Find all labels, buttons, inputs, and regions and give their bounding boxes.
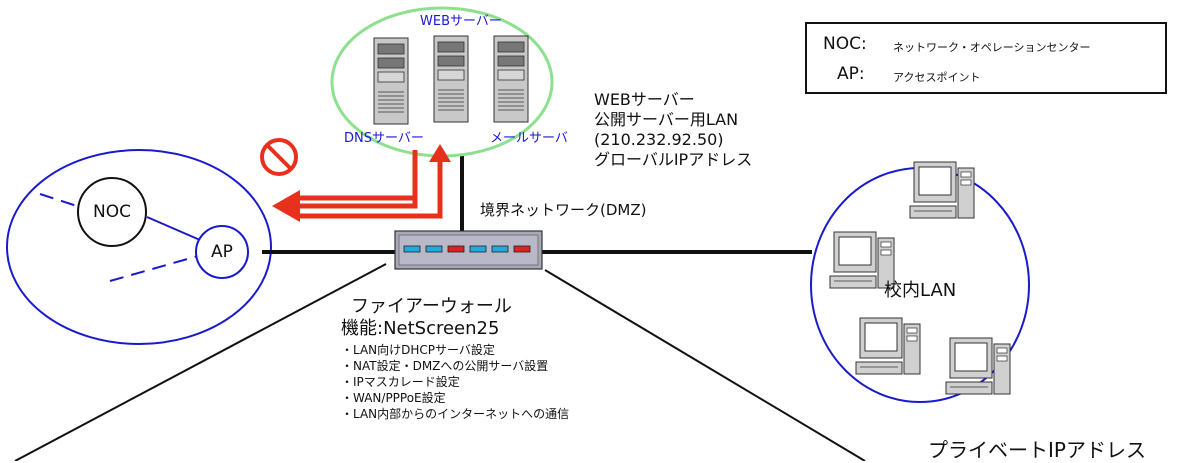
web-info: WEBサーバー 公開サーバー用LAN (210.232.92.50) グローバル…: [594, 90, 752, 170]
firewall-title: ファイアーウォール: [351, 296, 512, 317]
noc-link-dashed: [39, 193, 81, 208]
web-server-label: WEBサーバー: [420, 14, 502, 29]
web-info-line: WEBサーバー: [594, 90, 695, 109]
firewall-feature: ・LAN向けDHCPサーバ設定: [341, 343, 495, 357]
firewall-port-led: [403, 245, 421, 253]
wan-line-right: [544, 269, 866, 461]
legend-abbr: AP:: [837, 64, 865, 84]
lan-pc-icon: [909, 161, 975, 219]
firewall-feature: ・IPマスカレード設定: [341, 375, 460, 389]
firewall-port-led: [513, 245, 531, 253]
wan-line-left: [14, 263, 387, 461]
ap-label: AP: [211, 242, 233, 262]
dmz-label: 境界ネットワーク(DMZ): [480, 201, 647, 219]
lan-label: 校内LAN: [884, 280, 957, 301]
legend-box: NOC: ネットワーク・オペレーションセンター AP: アクセスポイント: [805, 22, 1167, 94]
web-info-line: 公開サーバー用LAN: [594, 110, 739, 129]
prohibited-icon: [260, 138, 298, 176]
arrow-head-up: [429, 144, 451, 162]
mail-server-icon: [493, 35, 529, 123]
mail-server-label: メールサーバ: [490, 131, 568, 146]
wireless-area: [6, 149, 272, 345]
firewall-feature: ・WAN/PPPoE設定: [341, 391, 446, 405]
web-info-line: グローバルIPアドレス: [594, 150, 753, 169]
legend-desc: アクセスポイント: [893, 71, 981, 84]
firewall-model: 機能:NetScreen25: [341, 318, 500, 339]
firewall-info: ファイアーウォール 機能:NetScreen25 ・LAN向けDHCPサーバ設定…: [341, 296, 569, 422]
noc-node: [77, 177, 147, 247]
firewall-feature: ・NAT設定・DMZへの公開サーバ設置: [341, 359, 549, 373]
dns-server-icon: [373, 37, 409, 125]
legend-desc: ネットワーク・オペレーションセンター: [893, 41, 1091, 54]
firewall-port-led: [425, 245, 443, 253]
noc-label: NOC: [93, 202, 131, 222]
dns-server-label: DNSサーバー: [344, 131, 424, 146]
arrow-head-left: [272, 190, 300, 222]
private-ip-label: プライベートIPアドレス: [928, 438, 1146, 462]
legend-abbr: NOC:: [823, 34, 867, 54]
firewall-feature: ・LAN内部からのインターネットへの通信: [341, 407, 570, 421]
firewall-port-led: [491, 245, 509, 253]
firewall-port-led: [469, 245, 487, 253]
ap-link-dashed: [109, 255, 199, 282]
noc-ap-link: [146, 216, 201, 241]
ap-node: [195, 225, 249, 279]
lan-pc-icon: [945, 337, 1011, 395]
firewall-port-led: [447, 245, 465, 253]
web-info-line: (210.232.92.50): [594, 130, 724, 149]
lan-pc-icon: [855, 317, 921, 375]
web-server-icon: [433, 35, 469, 123]
